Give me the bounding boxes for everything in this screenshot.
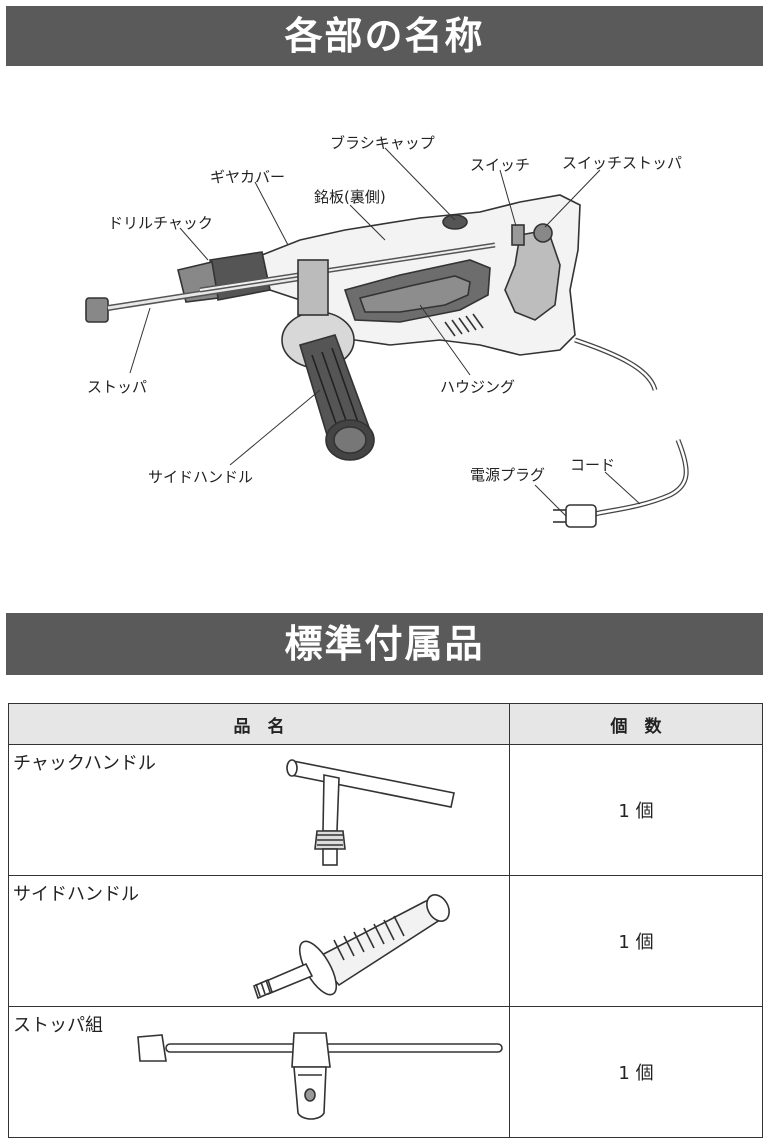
item-name: ストッパ組 <box>13 1015 103 1036</box>
switch-stopper-label: スイッチストッパ <box>562 154 682 172</box>
drill-chuck-label: ドリルチャック <box>108 214 213 232</box>
item-name: チャックハンドル <box>13 753 156 774</box>
qty-cell: 1 個 <box>509 744 763 876</box>
table-row: ストッパ組 1 個 <box>8 1006 763 1138</box>
side-handle-icon <box>253 894 450 1000</box>
power-plug-label: 電源プラグ <box>470 466 545 484</box>
accessories-section-title: 標準付属品 <box>6 613 763 675</box>
name-cell: ストッパ組 <box>8 1006 510 1138</box>
qty-cell: 1 個 <box>509 875 763 1007</box>
cord-label: コード <box>570 456 615 474</box>
table-row: チャックハンドル 1 個 <box>8 744 763 876</box>
header-name: 品 名 <box>8 703 510 745</box>
name-cell: チャックハンドル <box>8 744 510 876</box>
table-header-row: 品 名 個 数 <box>8 703 763 745</box>
chuck-handle-icon <box>286 759 455 866</box>
parts-section-title: 各部の名称 <box>6 6 763 66</box>
drill-illustration <box>85 194 689 528</box>
name-cell: サイドハンドル <box>8 875 510 1007</box>
nameplate-label: 銘板(裏側) <box>314 188 386 206</box>
side-handle-label: サイドハンドル <box>148 468 253 486</box>
stopper-label: ストッパ <box>87 378 147 396</box>
qty-cell: 1 個 <box>509 1006 763 1138</box>
stopper-set-icon <box>137 1032 503 1120</box>
table-row: サイドハンドル 1 個 <box>8 875 763 1007</box>
label-leaders <box>129 147 641 517</box>
brush-cap-label: ブラシキャップ <box>330 134 435 152</box>
header-qty: 個 数 <box>509 703 763 745</box>
accessories-table: 品 名 個 数 チャックハンドル 1 個 <box>8 703 763 1138</box>
item-name: サイドハンドル <box>13 884 139 905</box>
housing-label: ハウジング <box>440 378 515 396</box>
gear-cover-label: ギヤカバー <box>210 168 285 186</box>
part-labels: ブラシキャップ スイッチ スイッチストッパ ギヤカバー 銘板(裏側) ドリルチャ… <box>87 134 682 486</box>
drill-diagram: ブラシキャップ スイッチ スイッチストッパ ギヤカバー 銘板(裏側) ドリルチャ… <box>85 134 689 528</box>
switch-label: スイッチ <box>470 156 530 174</box>
